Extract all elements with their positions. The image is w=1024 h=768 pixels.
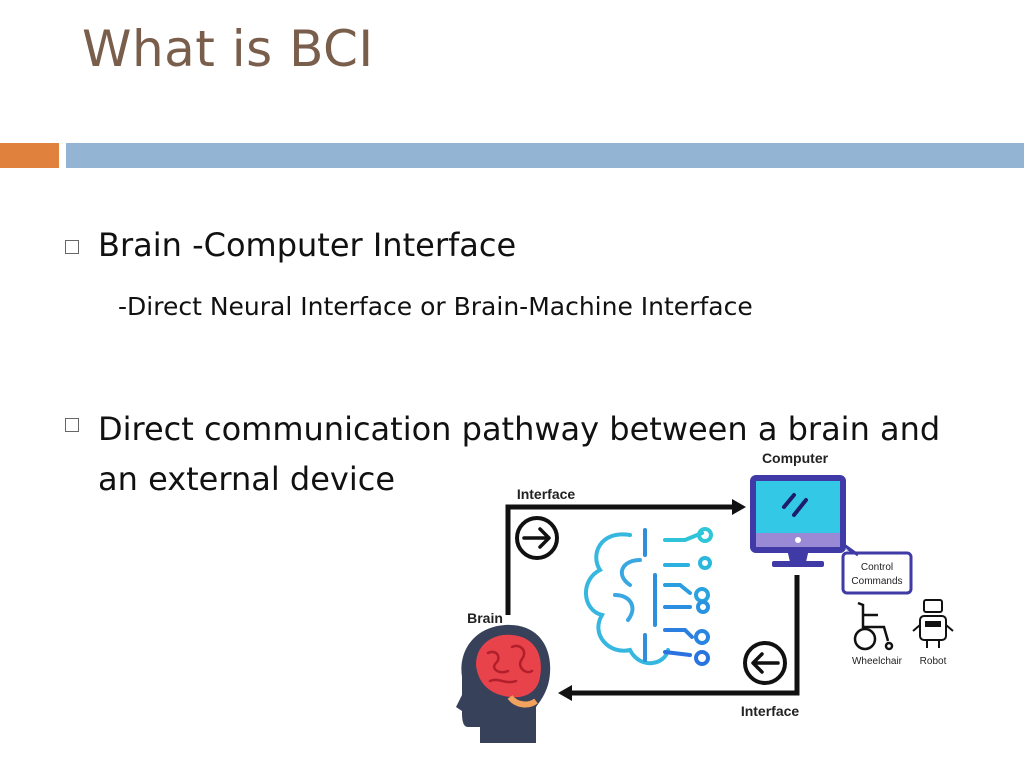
arrow-left-icon bbox=[743, 641, 787, 685]
interface-path-bottom bbox=[572, 575, 800, 696]
title-underline-blue bbox=[66, 143, 1024, 168]
arrow-head-left bbox=[558, 685, 572, 701]
bullet-1-text: Brain -Computer Interface bbox=[98, 226, 517, 264]
control-commands-bubble: Control Commands bbox=[841, 543, 913, 595]
bullet-2-text: Direct communication pathway between a b… bbox=[98, 410, 941, 498]
slide-title: What is BCI bbox=[82, 20, 374, 78]
robot-icon bbox=[912, 599, 954, 648]
title-underline-orange bbox=[0, 143, 59, 168]
robot-label: Robot bbox=[920, 656, 947, 667]
interface-bottom-label: Interface bbox=[741, 703, 800, 719]
sub-bullet-text: -Direct Neural Interface or Brain-Machin… bbox=[118, 292, 753, 321]
arrow-right-icon bbox=[515, 516, 559, 560]
ai-brain-circuit-icon bbox=[584, 527, 713, 666]
arrow-head-right bbox=[732, 499, 746, 515]
control-label-line1: Control bbox=[861, 562, 893, 573]
human-head-brain-icon bbox=[456, 624, 551, 743]
wheelchair-icon bbox=[853, 601, 894, 651]
computer-label: Computer bbox=[762, 450, 829, 466]
bullet-marker bbox=[65, 240, 79, 254]
bci-diagram: Computer Interface bbox=[456, 450, 954, 743]
computer-monitor-icon bbox=[750, 475, 846, 567]
control-label-line2: Commands bbox=[851, 576, 902, 587]
interface-path-top bbox=[505, 504, 732, 615]
wheelchair-label: Wheelchair bbox=[852, 656, 903, 667]
bullet-marker bbox=[65, 418, 79, 432]
brain-label: Brain bbox=[467, 610, 503, 626]
interface-top-label: Interface bbox=[517, 486, 576, 502]
